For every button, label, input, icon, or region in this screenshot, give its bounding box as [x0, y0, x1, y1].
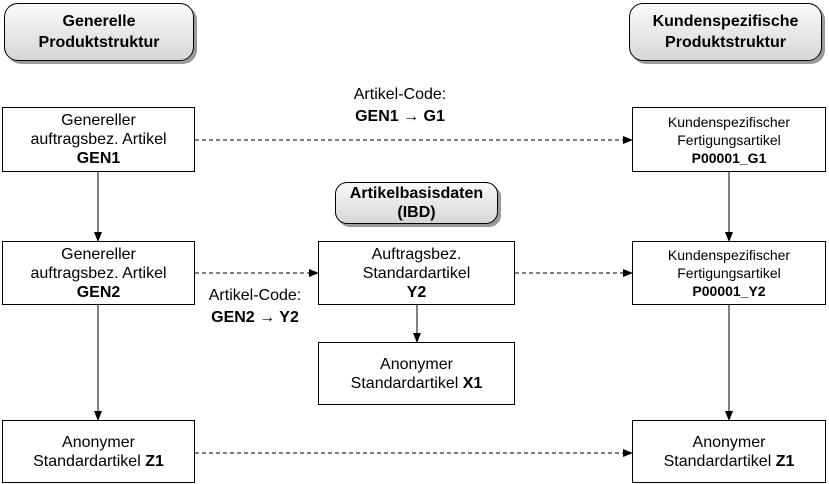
- box-gen1-line2: auftragsbez. Artikel: [30, 131, 167, 148]
- artikel-code-top-mapping: GEN1 → G1: [355, 108, 445, 125]
- box-gen1-code: GEN1: [76, 150, 121, 167]
- box-z1-left-line2: Standardartikel Z1: [33, 452, 164, 470]
- box-y2-code: Y2: [406, 283, 427, 301]
- box-gen2: Genereller auftragsbez. Artikel GEN2: [2, 241, 195, 305]
- box-p00001-g1-line1: Kundenspezifischer: [667, 113, 791, 130]
- header-kundenspezifische-produktstruktur: Kundenspezifische Produktstruktur: [629, 3, 822, 61]
- header-left-line1: Generelle: [62, 13, 136, 30]
- box-z1-right: Anonymer Standardartikel Z1: [632, 420, 826, 483]
- box-p00001-g1: Kundenspezifischer Fertigungsartikel P00…: [632, 107, 826, 172]
- header-generelle-produktstruktur: Generelle Produktstruktur: [4, 3, 194, 61]
- box-x1-line2: Standardartikel X1: [350, 374, 483, 392]
- box-p00001-y2-code: P00001_Y2: [692, 283, 766, 299]
- artikel-code-top: Artikel-Code: GEN1 → G1: [320, 84, 480, 128]
- box-x1-line1: Anonymer: [380, 355, 453, 373]
- box-gen2-line2: auftragsbez. Artikel: [30, 264, 167, 282]
- artikel-code-middle-mapping: GEN2 → Y2: [211, 309, 299, 326]
- box-z1-right-line1: Anonymer: [692, 433, 766, 451]
- header-center-line1: Artikelbasisdaten: [349, 185, 484, 202]
- box-p00001-y2-line1: Kundenspezifischer: [667, 247, 791, 263]
- artikel-code-middle-label: Artikel-Code:: [208, 287, 302, 304]
- artikel-code-middle: Artikel-Code: GEN2 → Y2: [180, 285, 330, 329]
- box-gen1-line1: Genereller: [61, 112, 136, 129]
- box-y2: Auftragsbez. Standardartikel Y2: [318, 241, 515, 305]
- box-z1-right-line2: Standardartikel Z1: [663, 452, 795, 470]
- box-p00001-y2-line2: Fertigungsartikel: [677, 265, 781, 281]
- header-right-line2: Produktstruktur: [665, 34, 786, 51]
- box-gen2-code: GEN2: [76, 283, 121, 301]
- box-z1-left: Anonymer Standardartikel Z1: [2, 420, 195, 483]
- artikel-code-top-label: Artikel-Code:: [353, 86, 447, 103]
- box-p00001-g1-line2: Fertigungsartikel: [677, 131, 781, 148]
- header-artikelbasisdaten: Artikelbasisdaten (IBD): [335, 182, 498, 224]
- header-center-line2: (IBD): [397, 204, 436, 221]
- box-p00001-g1-code: P00001_G1: [691, 149, 767, 166]
- box-z1-left-line1: Anonymer: [62, 433, 135, 451]
- box-gen2-line1: Genereller: [61, 245, 136, 263]
- box-gen1: Genereller auftragsbez. Artikel GEN1: [2, 107, 195, 172]
- box-p00001-y2: Kundenspezifischer Fertigungsartikel P00…: [632, 241, 826, 305]
- box-y2-line2: Standardartikel: [362, 264, 471, 282]
- header-left-line2: Produktstruktur: [38, 34, 160, 51]
- box-y2-line1: Auftragsbez.: [371, 245, 462, 263]
- header-right-line1: Kundenspezifische: [652, 13, 799, 30]
- box-x1: Anonymer Standardartikel X1: [318, 342, 515, 405]
